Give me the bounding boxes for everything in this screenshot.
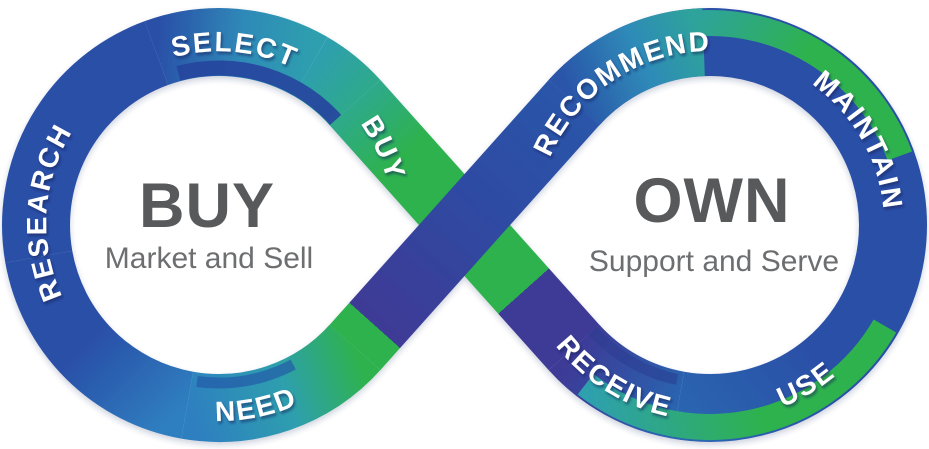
left-loop-bottom-left-arc <box>5 250 194 439</box>
right-loop-recommend-arc <box>548 8 706 126</box>
infinity-ribbon <box>2 8 927 442</box>
right-loop-bottom-right-arc <box>672 224 927 442</box>
right-loop-outer-strip-top <box>695 10 913 161</box>
left-loop-inner-edge-bottom <box>196 359 296 389</box>
left-loop-west-arc <box>2 21 169 263</box>
left-loop-northeast-arc <box>292 37 381 126</box>
right-loop-outer-strip-bottom <box>577 319 897 440</box>
left-loop-subheading: Market and Sell <box>105 242 313 275</box>
left-loop-heading: BUY <box>139 171 275 241</box>
left-loop-bottom-right-arc <box>181 324 381 442</box>
right-loop-heading: OWN <box>634 166 791 236</box>
right-loop-subheading: Support and Serve <box>589 245 839 278</box>
left-loop-top-arc <box>144 8 328 97</box>
right-loop-receive-arc <box>548 323 686 439</box>
loop-center-text: BUY Market and Sell OWN Support and Serv… <box>105 166 839 278</box>
crossover-band-indigo <box>329 79 600 371</box>
right-loop-inner-edge-bottom <box>588 326 679 385</box>
left-loop-inner-edge-top <box>176 60 346 129</box>
